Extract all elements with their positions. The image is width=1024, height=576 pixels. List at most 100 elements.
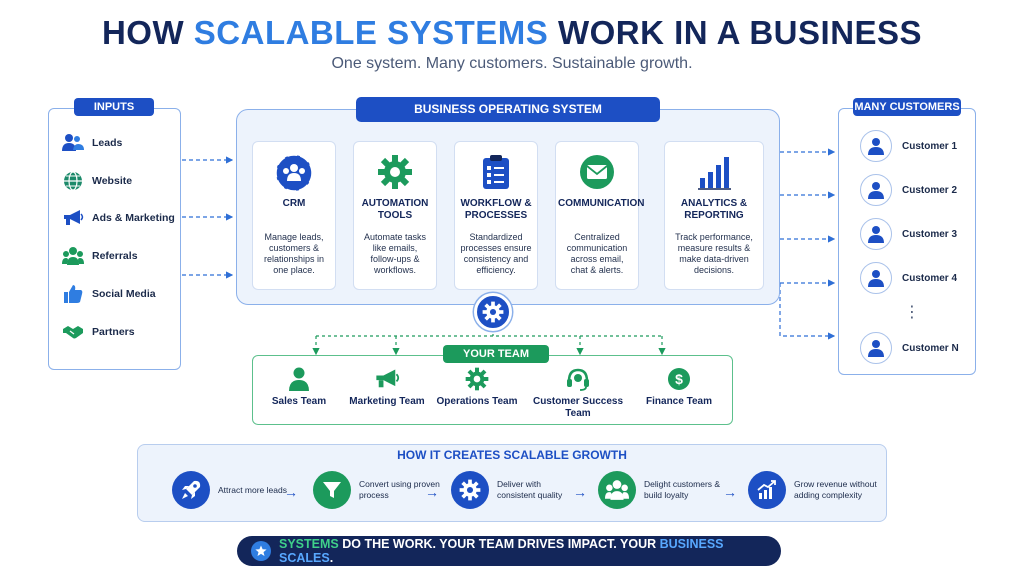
megaphone-icon — [342, 366, 432, 392]
input-item-social: Social Media — [62, 283, 156, 305]
growth-step-label: Delight customers & build loyalty — [644, 479, 721, 500]
title-part-1: HOW — [101, 14, 194, 51]
growth-step-label: Attract more leads — [218, 484, 287, 495]
customer-avatar-icon — [860, 262, 892, 294]
team-member-customer-success: Customer Success Team — [532, 366, 624, 420]
funnel-icon — [313, 471, 351, 509]
team-label: YOUR TEAM — [443, 345, 549, 363]
customer-item: Customer N — [860, 332, 959, 364]
gear-icon — [354, 154, 436, 190]
input-label: Ads & Marketing — [92, 212, 175, 224]
growth-step-label: Deliver with consistent quality — [497, 479, 563, 500]
team-member-label: Marketing Team — [349, 396, 425, 407]
business-os-label: BUSINESS OPERATING SYSTEM — [356, 97, 660, 122]
central-gear-icon — [474, 293, 512, 331]
customer-avatar-icon — [860, 218, 892, 250]
bar-chart-icon — [665, 154, 763, 190]
team-member-finance: $ Finance Team — [634, 366, 724, 408]
title-highlight: SCALABLE SYSTEMS — [193, 14, 549, 51]
customer-label: Customer 3 — [902, 228, 958, 240]
customer-label: Customer N — [902, 342, 959, 354]
bottom-banner: SYSTEMS DO THE WORK. YOUR TEAM DRIVES IM… — [237, 536, 781, 566]
card-description: Automate tasks like emails, follow-ups &… — [363, 232, 427, 275]
input-item-partners: Partners — [62, 321, 135, 343]
gear-icon — [432, 366, 522, 392]
card-description: Centralized communication across email, … — [566, 232, 628, 275]
card-description: Track performance, measure results & mak… — [675, 232, 753, 275]
star-icon — [251, 541, 271, 561]
team-panel — [252, 355, 733, 425]
team-member-sales: Sales Team — [254, 366, 344, 408]
growth-step-label: Convert using proven process — [359, 479, 440, 500]
thumbs-up-icon — [62, 283, 84, 305]
customer-label: Customer 2 — [902, 184, 958, 196]
customer-label: Customer 4 — [902, 272, 958, 284]
team-member-label: Sales Team — [271, 396, 327, 407]
customer-avatar-icon — [860, 332, 892, 364]
banner-period: . — [329, 551, 334, 565]
card-title: ANALYTICS & REPORTING — [680, 198, 748, 221]
card-title: AUTOMATION TOOLS — [361, 198, 429, 221]
customer-avatar-icon — [860, 174, 892, 206]
person-icon — [254, 366, 344, 392]
dollar-icon: $ — [634, 366, 724, 392]
banner-middle: DO THE WORK. YOUR TEAM DRIVES IMPACT. YO… — [338, 537, 660, 551]
card-analytics: ANALYTICS & REPORTING Track performance,… — [664, 141, 764, 290]
card-title: COMMUNICATION — [558, 198, 645, 209]
input-label: Referrals — [92, 250, 138, 262]
banner-systems: SYSTEMS — [279, 537, 339, 551]
envelope-icon — [556, 154, 638, 190]
card-automation: AUTOMATION TOOLS Automate tasks like ema… — [353, 141, 437, 290]
team-member-label: Customer Success Team — [532, 396, 624, 419]
team-member-marketing: Marketing Team — [342, 366, 432, 408]
card-title: WORKFLOW & PROCESSES — [460, 198, 532, 221]
team-member-label: Operations Team — [436, 396, 518, 407]
customer-avatar-icon — [860, 130, 892, 162]
card-communication: COMMUNICATION Centralized communication … — [555, 141, 645, 290]
growth-step: Grow revenue without adding complexity — [748, 471, 886, 509]
input-label: Leads — [92, 137, 123, 149]
customers-label: MANY CUSTOMERS — [853, 98, 961, 116]
megaphone-icon — [62, 207, 84, 229]
crm-users-icon — [253, 154, 335, 192]
growth-title: HOW IT CREATES SCALABLE GROWTH — [397, 448, 627, 462]
arrow-right-icon: → — [573, 484, 587, 500]
arrow-right-icon: → — [284, 484, 298, 500]
gear-icon — [451, 471, 489, 509]
customer-item: Customer 1 — [860, 130, 957, 162]
arrow-right-icon: → — [723, 484, 737, 500]
input-label: Website — [92, 175, 133, 187]
customer-item: Customer 4 — [860, 262, 957, 294]
arrow-right-icon: → — [425, 484, 439, 500]
globe-icon — [62, 170, 84, 192]
page-title: HOW SCALABLE SYSTEMS WORK IN A BUSINESS — [0, 14, 1024, 52]
card-workflow: WORKFLOW & PROCESSES Standardized proces… — [454, 141, 538, 290]
headset-icon — [532, 366, 624, 392]
input-item-website: Website — [62, 170, 132, 192]
title-part-2: WORK IN A BUSINESS — [548, 14, 923, 51]
card-title: CRM — [282, 198, 306, 209]
input-item-leads: Leads — [62, 132, 122, 154]
team-member-label: Finance Team — [646, 396, 712, 407]
input-item-ads: Ads & Marketing — [62, 207, 175, 229]
group-icon — [598, 471, 636, 509]
clipboard-icon — [455, 154, 537, 190]
card-description: Standardized processes ensure consistenc… — [460, 232, 532, 275]
inputs-panel — [48, 108, 181, 370]
rocket-icon — [172, 471, 210, 509]
customer-item: Customer 2 — [860, 174, 957, 206]
people-icon — [62, 132, 84, 154]
svg-text:$: $ — [675, 371, 683, 387]
banner-business-scales: BUSINESS SCALES — [279, 537, 724, 565]
page-subtitle: One system. Many customers. Sustainable … — [331, 55, 693, 72]
growth-step: Convert using proven process — [313, 471, 441, 509]
growth-step: Attract more leads — [172, 471, 300, 509]
banner-text: SYSTEMS DO THE WORK. YOUR TEAM DRIVES IM… — [279, 537, 781, 565]
input-item-referrals: Referrals — [62, 245, 138, 267]
customer-label: Customer 1 — [902, 140, 958, 152]
growth-step: Delight customers & build loyalty — [598, 471, 726, 509]
growth-chart-icon — [748, 471, 786, 509]
inputs-label: INPUTS — [74, 98, 154, 116]
team-member-operations: Operations Team — [432, 366, 522, 408]
growth-step: Deliver with consistent quality — [451, 471, 579, 509]
